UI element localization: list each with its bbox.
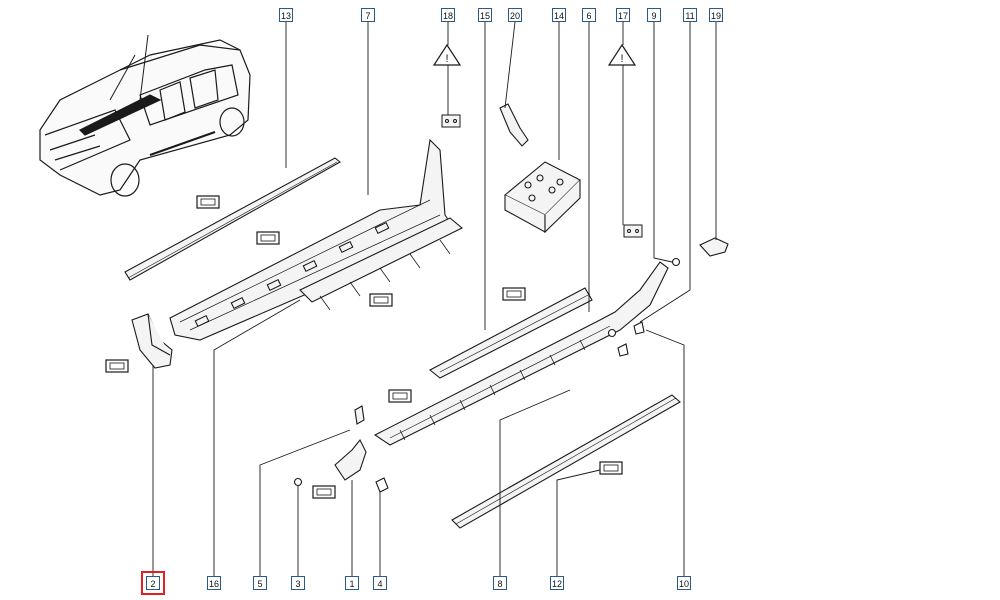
callout-17[interactable]: 17	[616, 8, 630, 22]
callout-13[interactable]: 13	[279, 8, 293, 22]
part-7-sill-cover	[169, 138, 456, 341]
callout-18[interactable]: 18	[441, 8, 455, 22]
part-12-trim-strip	[451, 394, 681, 529]
callout-4[interactable]: 4	[373, 576, 387, 590]
callout-9[interactable]: 9	[647, 8, 661, 22]
callout-20[interactable]: 20	[508, 8, 522, 22]
part-14-clip-kit	[503, 161, 581, 234]
warning-triangle-icon: ! !	[432, 43, 637, 66]
callout-2[interactable]: 2	[141, 571, 165, 595]
callout-12[interactable]: 12	[550, 576, 564, 590]
part-20-clip	[499, 103, 529, 147]
warning-stickers	[441, 114, 643, 238]
part-13-trim-strip	[124, 157, 341, 281]
part-15-part-6-sill	[373, 261, 669, 446]
leader-lines	[152, 21, 717, 578]
callout-3[interactable]: 3	[291, 576, 305, 590]
callout-6[interactable]: 6	[582, 8, 596, 22]
callout-7[interactable]: 7	[361, 8, 375, 22]
part-19-clip	[699, 237, 729, 257]
svg-text:!: !	[445, 53, 448, 65]
fasteners	[293, 257, 681, 493]
svg-text:!: !	[620, 53, 623, 65]
callout-15[interactable]: 15	[478, 8, 492, 22]
vehicle-illustration	[39, 34, 251, 197]
callout-14[interactable]: 14	[552, 8, 566, 22]
part-16-bracket-strip	[299, 217, 464, 311]
callout-5[interactable]: 5	[253, 576, 267, 590]
callout-16[interactable]: 16	[207, 576, 221, 590]
callout-11[interactable]: 11	[683, 8, 697, 22]
part-1-part-5-brackets	[334, 405, 367, 481]
part-2-bracket	[131, 313, 173, 369]
callout-10[interactable]: 10	[677, 576, 691, 590]
callout-8[interactable]: 8	[493, 576, 507, 590]
callout-19[interactable]: 19	[709, 8, 723, 22]
callout-1[interactable]: 1	[345, 576, 359, 590]
